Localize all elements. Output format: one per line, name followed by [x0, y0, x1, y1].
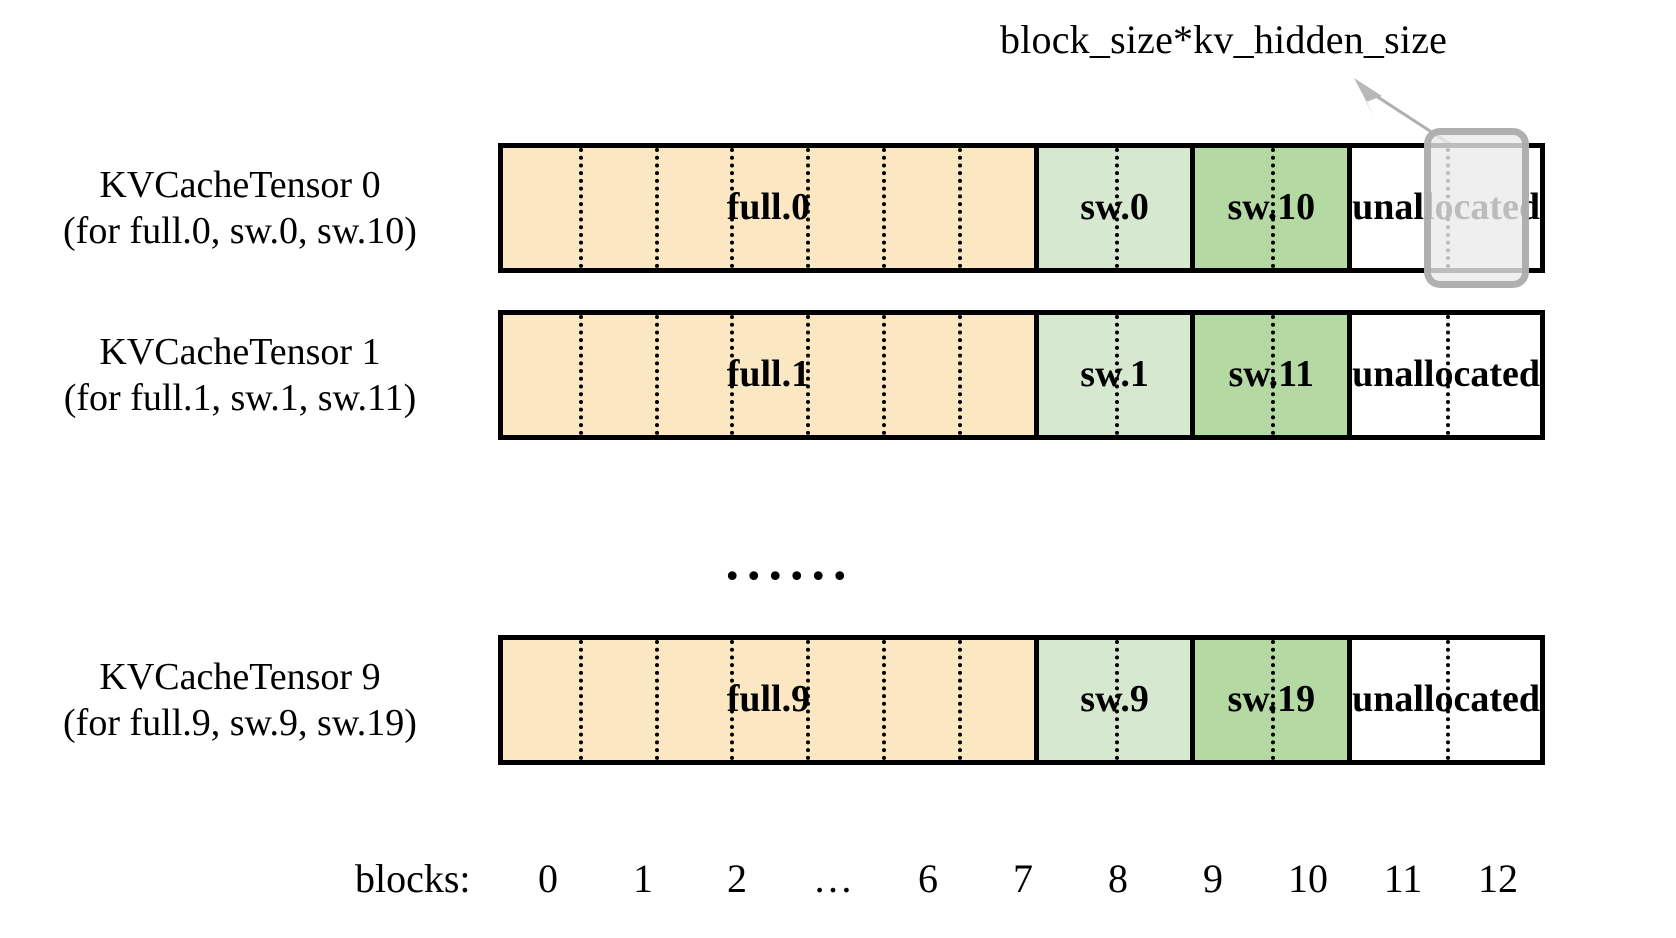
segment-unallocated-9[interactable]: unallocated	[1347, 640, 1540, 760]
segment-full-0-label: full.0	[726, 186, 811, 229]
segment-full-1-label: full.1	[726, 353, 811, 396]
segment-full-9-label: full.9	[726, 678, 811, 721]
segment-sw-dark-1[interactable]: sw.11	[1190, 315, 1348, 435]
segment-full-0[interactable]: full.0	[503, 148, 1034, 268]
highlight-box-block-11[interactable]	[1424, 128, 1529, 288]
row-label-9: KVCacheTensor 9 (for full.9, sw.9, sw.19…	[0, 654, 480, 747]
segment-sw-light-0[interactable]: sw.0	[1033, 148, 1191, 268]
segment-full-9[interactable]: full.9	[503, 640, 1034, 760]
axis-tick-6: 6	[918, 856, 938, 901]
row-label-1-line2: (for full.1, sw.1, sw.11)	[63, 377, 417, 420]
axis-tick-12: 12	[1478, 856, 1518, 901]
axis-tick-9: 9	[1203, 856, 1223, 901]
row-label-0-line2: (for full.0, sw.0, sw.10)	[63, 210, 417, 253]
blocks-axis-title: blocks:	[355, 856, 471, 901]
segment-sw-light-9[interactable]: sw.9	[1033, 640, 1191, 760]
tensor-bar-9[interactable]: full.9 sw.9 sw.19 unallocated	[498, 635, 1545, 765]
axis-tick-8: 8	[1108, 856, 1128, 901]
row-label-1-line1: KVCacheTensor 1	[99, 331, 381, 373]
rows-ellipsis: ......	[725, 531, 855, 591]
tensor-bar-1[interactable]: full.1 sw.1 sw.11 unallocated	[498, 310, 1545, 440]
axis-tick-11: 11	[1383, 856, 1423, 901]
blocks-axis: blocks: 0 1 2 … 6 7 8 9 10 11 12	[0, 855, 1676, 925]
segment-unallocated-1[interactable]: unallocated	[1347, 315, 1540, 435]
axis-tick-0: 0	[538, 856, 558, 901]
segment-sw-dark-0[interactable]: sw.10	[1190, 148, 1348, 268]
axis-tick-3: …	[813, 856, 853, 901]
axis-tick-1: 1	[633, 856, 653, 901]
row-label-0: KVCacheTensor 0 (for full.0, sw.0, sw.10…	[0, 162, 480, 255]
axis-tick-10: 10	[1288, 856, 1328, 901]
row-label-9-line2: (for full.9, sw.9, sw.19)	[63, 702, 417, 745]
segment-sw-dark-9[interactable]: sw.19	[1190, 640, 1348, 760]
tensor-bar-0[interactable]: full.0 sw.0 sw.10 unallocated	[498, 143, 1545, 273]
segment-sw-light-1[interactable]: sw.1	[1033, 315, 1191, 435]
annotation-label: block_size*kv_hidden_size	[1000, 17, 1448, 62]
row-label-0-line1: KVCacheTensor 0	[99, 164, 381, 206]
row-label-9-line1: KVCacheTensor 9	[99, 656, 381, 698]
row-label-1: KVCacheTensor 1 (for full.1, sw.1, sw.11…	[0, 329, 480, 422]
axis-tick-7: 7	[1013, 856, 1033, 901]
axis-tick-2: 2	[727, 856, 747, 901]
segment-full-1[interactable]: full.1	[503, 315, 1034, 435]
